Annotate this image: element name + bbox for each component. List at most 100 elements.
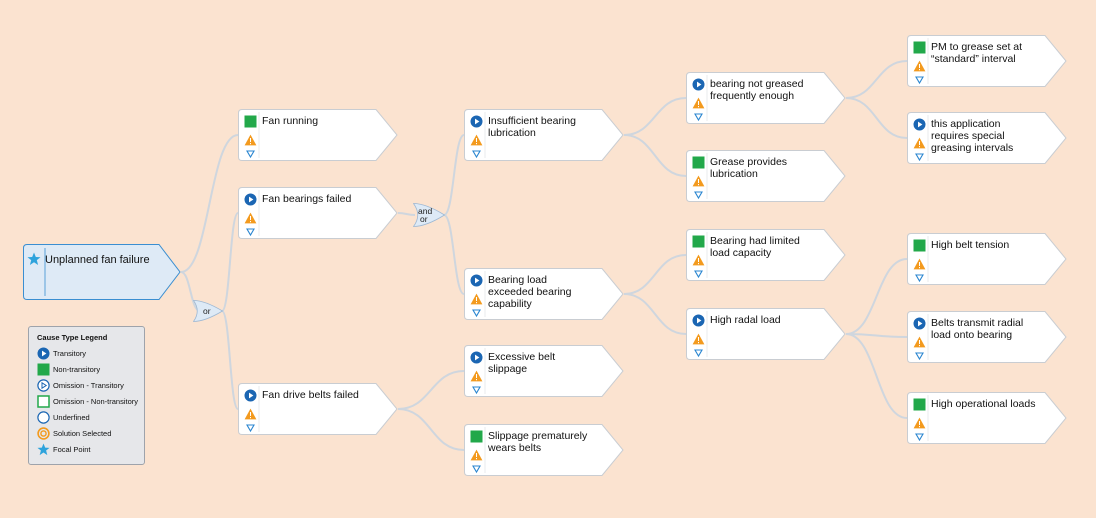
expand-down-icon[interactable] (913, 75, 926, 88)
transitory-icon (37, 347, 50, 360)
expand-down-icon[interactable] (913, 273, 926, 286)
non-transitory-icon (913, 239, 926, 252)
non-transitory-icon (913, 41, 926, 54)
node-shape (907, 233, 1067, 285)
undefined-icon (37, 411, 50, 424)
transitory-icon (470, 115, 483, 128)
connector-line (845, 333, 908, 419)
expand-down-icon[interactable] (470, 385, 483, 398)
focal-point-icon (37, 443, 50, 456)
cause-type-legend: Cause Type Legend Transitory Non-transit… (28, 326, 145, 465)
solution-selected-icon (37, 427, 50, 440)
node-shape (686, 72, 846, 124)
node-fan-bearings-failed[interactable]: Fan bearings failed (238, 187, 398, 239)
node-shape (686, 308, 846, 360)
connector-line (397, 212, 416, 216)
non-transitory-icon (692, 156, 705, 169)
node-fan-running[interactable]: Fan running (238, 109, 398, 161)
legend-label: Omission - Transitory (53, 381, 124, 390)
connector-line (221, 310, 239, 410)
legend-label: Focal Point (53, 445, 91, 454)
connector-line (845, 333, 908, 338)
node-label: High operational loads (931, 398, 1036, 410)
warning-icon (913, 258, 926, 271)
transitory-icon (244, 193, 257, 206)
expand-down-icon[interactable] (692, 190, 705, 203)
expand-down-icon[interactable] (913, 351, 926, 364)
node-shape (238, 383, 398, 435)
node-shape (464, 268, 624, 320)
expand-down-icon[interactable] (913, 152, 926, 165)
warning-icon (913, 336, 926, 349)
expand-down-icon[interactable] (244, 149, 257, 162)
expand-down-icon[interactable] (913, 432, 926, 445)
node-shape (907, 35, 1067, 87)
connector-line (845, 97, 908, 139)
and-or-gate[interactable]: and or (412, 203, 446, 227)
node-high-operational-loads[interactable]: High operational loads (907, 392, 1067, 444)
node-shape (686, 229, 846, 281)
non-transitory-icon (244, 115, 257, 128)
node-label: Fan bearings failed (262, 193, 352, 205)
warning-icon (470, 370, 483, 383)
expand-down-icon[interactable] (244, 423, 257, 436)
warning-icon (244, 408, 257, 421)
expand-down-icon[interactable] (470, 149, 483, 162)
connector-line (443, 134, 465, 216)
node-high-belt-tension[interactable]: High belt tension (907, 233, 1067, 285)
node-label: PM to grease set at“standard” interval (931, 41, 1023, 65)
warning-icon (692, 175, 705, 188)
connector-line (443, 214, 465, 295)
node-shape (464, 109, 624, 161)
warning-icon (913, 417, 926, 430)
connector-line (397, 408, 465, 451)
connector-line (845, 60, 908, 99)
connector-line (623, 254, 687, 295)
node-shape (238, 109, 398, 161)
focal-node-unplanned-fan-failure[interactable]: Unplanned fan failure (23, 244, 181, 300)
expand-down-icon[interactable] (692, 112, 705, 125)
expand-down-icon[interactable] (470, 464, 483, 477)
non-transitory-icon (470, 430, 483, 443)
focal-label: Unplanned fan failure (45, 254, 150, 266)
or-gate-label: or (420, 214, 428, 224)
warning-icon (470, 134, 483, 147)
connector-line (397, 370, 465, 410)
expand-down-icon[interactable] (470, 308, 483, 321)
legend-label: Transitory (53, 349, 87, 358)
omission-transitory-icon (37, 379, 50, 392)
node-shape (686, 150, 846, 202)
expand-down-icon[interactable] (692, 348, 705, 361)
node-high-radal-load[interactable]: High radal load (686, 308, 846, 360)
connector-line (180, 134, 239, 273)
node-label: High belt tension (931, 239, 1010, 251)
legend-label: Non-transitory (53, 365, 101, 374)
node-label: High radal load (710, 314, 781, 326)
transitory-icon (692, 314, 705, 327)
warning-icon (913, 137, 926, 150)
node-shape (238, 187, 398, 239)
expand-down-icon[interactable] (244, 227, 257, 240)
warning-icon (470, 293, 483, 306)
or-gate-main[interactable]: or (192, 300, 224, 322)
warning-icon (470, 449, 483, 462)
node-shape (907, 392, 1067, 444)
warning-icon (692, 97, 705, 110)
node-pm-grease-interval[interactable]: PM to grease set at“standard” interval (907, 35, 1067, 87)
node-label: Fan drive belts failed (262, 389, 359, 401)
expand-down-icon[interactable] (692, 269, 705, 282)
node-fan-drive-belts-failed[interactable]: Fan drive belts failed (238, 383, 398, 435)
